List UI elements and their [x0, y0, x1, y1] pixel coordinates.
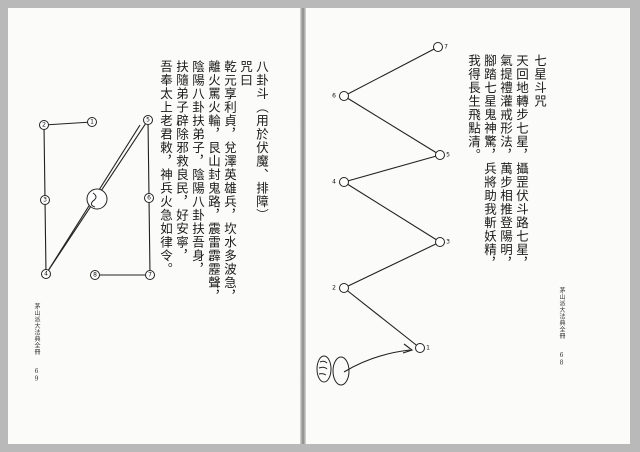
running-title: 茅山派大法典全冊	[33, 303, 40, 355]
diagram-node-label: 4	[332, 179, 336, 186]
diagram-node-3	[40, 195, 50, 205]
taiji-squiggle	[90, 192, 97, 208]
diagram-node-label: 8	[93, 272, 97, 279]
footprints-icon	[316, 355, 350, 386]
diagram-node-3	[435, 237, 445, 247]
diagram-node-label: 3	[43, 197, 47, 204]
arrow-head	[402, 343, 414, 354]
diagram-node-label: 4	[44, 271, 48, 278]
diagram-node-7	[145, 270, 155, 280]
page-number: 68	[558, 352, 565, 367]
verse-line: 我得長生飛點清。	[466, 54, 481, 162]
running-title: 茅山派大法典全冊	[558, 287, 565, 339]
diagram-node-5	[143, 115, 153, 125]
diagram-node-1	[415, 343, 425, 353]
left-diagram-nodes: 1 2 3 4 5 6 7 8	[39, 115, 155, 280]
diagram-node-label: 5	[146, 117, 150, 124]
diagram-node-1	[87, 117, 97, 127]
section-title: 七星斗咒	[532, 54, 547, 108]
diagram-node-label: 6	[332, 93, 336, 100]
diagram-node-2	[39, 120, 49, 130]
section-title: 八卦斗（用於伏魔、排障）	[254, 60, 269, 222]
diagram-edge	[343, 241, 441, 289]
verse-line: 氣提禮灌戒形法，萬步相推登陽明，	[498, 54, 513, 270]
diagram-edge	[343, 287, 421, 349]
diagram-node-label: 3	[446, 239, 450, 246]
diagram-node-label: 2	[42, 122, 46, 129]
verse-line: 腳踏七星鬼神驚，兵將助我斬妖精，	[482, 54, 497, 270]
diagram-node-6	[144, 193, 154, 203]
diagram-node-7	[433, 42, 443, 52]
diagram-edge	[343, 154, 441, 183]
diagram-node-4	[339, 177, 349, 187]
diagram-node-8	[90, 270, 100, 280]
diagram-edge	[343, 95, 441, 156]
diagram-edge	[343, 181, 441, 243]
diagram-node-label: 5	[446, 152, 450, 159]
right-page	[304, 8, 630, 444]
verse-line: 陰陽八卦扶弟子，陰陽八卦扶吾身，	[190, 60, 205, 276]
page-number: 69	[33, 368, 40, 383]
diagram-node-label: 1	[90, 119, 94, 126]
diagram-node-6	[339, 91, 349, 101]
diagram-node-label: 7	[444, 44, 448, 51]
diagram-edge	[43, 121, 93, 126]
diagram-node-4	[41, 269, 51, 279]
book-gutter	[300, 8, 306, 444]
diagram-node-label: 2	[332, 285, 336, 292]
diagram-node-2	[339, 283, 349, 293]
diagram-node-5	[435, 150, 445, 160]
verse-line: 乾元享利貞，兌澤英雄兵，坎水多波急，	[222, 60, 237, 303]
verse-line: 離火罵火輪，艮山封鬼路，震雷霹靂聲，	[206, 60, 221, 303]
verse-line: 吾奉太上老君敕，神兵火急如律令。	[158, 60, 173, 276]
diagram-node-label: 1	[426, 345, 430, 352]
diagram-node-label: 7	[148, 272, 152, 279]
taiji-center-symbol	[86, 188, 108, 210]
left-page	[8, 8, 302, 444]
verse-line: 扶隨弟子辟除邪救良民，好安寧，	[174, 60, 189, 263]
diagram-node-label: 6	[147, 195, 151, 202]
diagram-edge	[343, 46, 439, 97]
incantation-label: 咒曰	[238, 60, 253, 87]
right-diagram-nodes: 1 2 3 4 5 6 7	[332, 42, 450, 353]
start-arrow-line	[343, 349, 411, 373]
verse-line: 天回地轉步七星，攝罡伏斗路七星，	[514, 54, 529, 270]
